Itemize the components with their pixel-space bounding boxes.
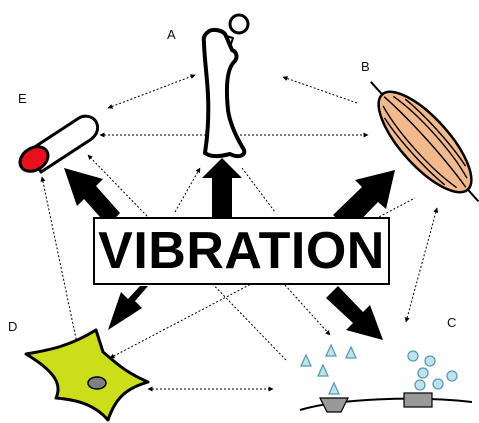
thick-arrow-c [326,286,383,340]
label-a: A [167,28,176,41]
vibration-title: VIBRATION [98,225,385,277]
label-c: C [447,316,456,329]
thick-arrow-a [202,158,242,218]
arrow-cross-b [242,168,275,212]
cell-culture-icon [300,345,472,412]
arrow-b-a [283,77,357,103]
neuron-cell-icon [26,330,148,420]
thick-arrow-d [108,286,148,330]
arrow-e-a [108,75,195,108]
arrow-cross-c [285,285,330,335]
label-e: E [18,92,27,105]
tube-icon [15,116,97,176]
label-b: B [361,60,370,73]
vibration-title-box: VIBRATION [93,217,390,285]
arrow-b-c [406,208,437,322]
nucleus-icon [88,377,106,389]
arrow-cross-a [175,168,200,212]
label-d: D [8,320,17,333]
arrow-e-d [42,177,78,348]
